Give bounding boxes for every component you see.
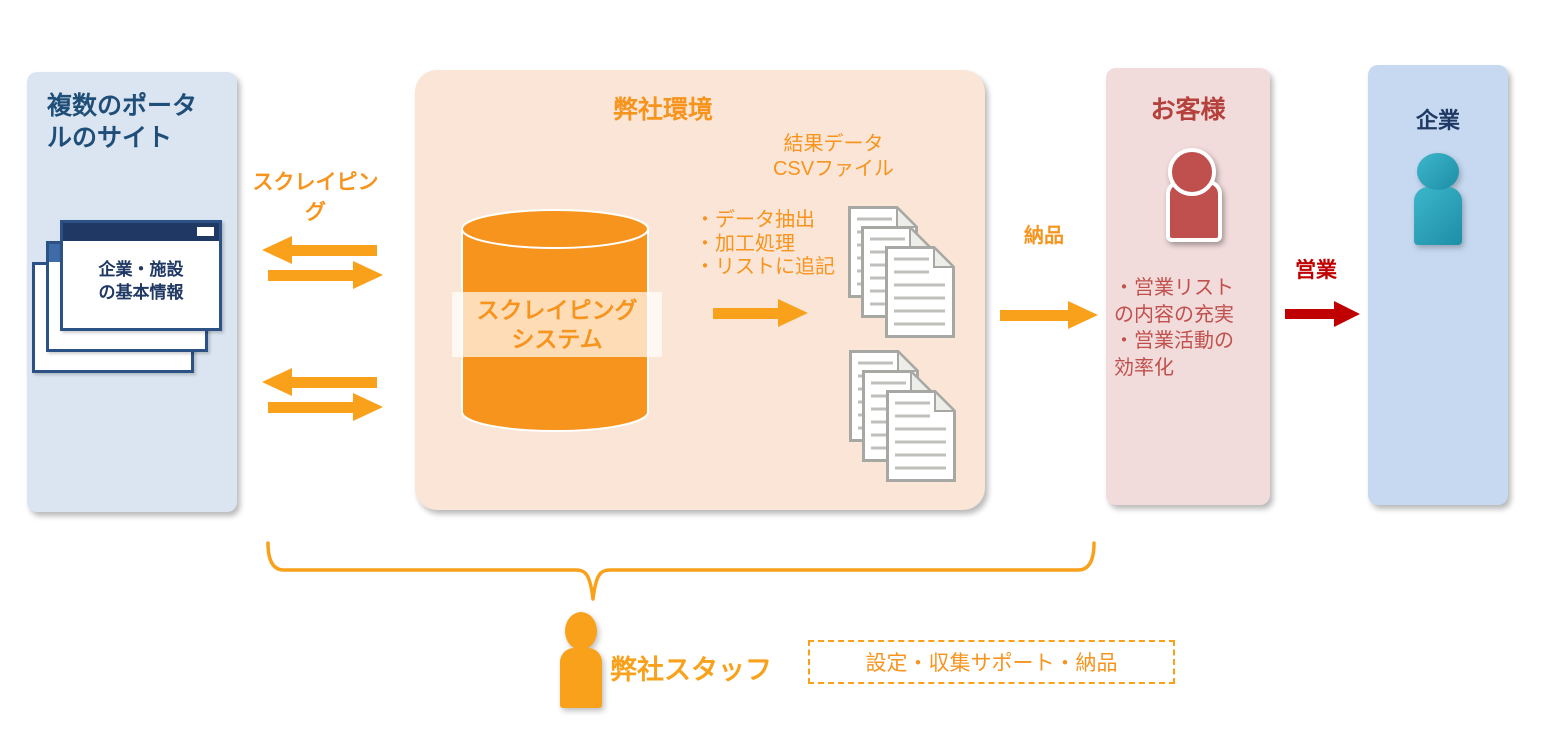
sales-label: 営業	[1295, 259, 1337, 282]
process-bullet: ・加工処理	[695, 232, 795, 255]
support-note-box: 設定・収集サポート・納品	[808, 640, 1175, 684]
browser-window-front-icon: 企業・施設 の基本情報	[60, 220, 222, 331]
scraping-arrow-left-2-icon	[262, 368, 377, 396]
customer-title: お客様	[1150, 96, 1226, 124]
scraping-system-label: スクレイピング システム	[452, 292, 662, 357]
process-arrow-icon	[713, 299, 808, 327]
scraping-arrow-right-2-icon	[268, 393, 383, 421]
staff-brace-icon	[266, 541, 1096, 607]
customer-benefits: ・営業リスト の内容の充実 ・営業活動の 効率化	[1114, 277, 1234, 379]
customer-person-icon	[1166, 148, 1222, 242]
csv-files-label: 結果データ CSVファイル	[772, 133, 895, 180]
company-box: 企業	[1368, 65, 1508, 505]
process-bullet: ・データ抽出	[695, 209, 815, 231]
process-bullet: ・リストに追記	[695, 256, 835, 278]
portal-sites-box: 複数のポータ ルのサイト 企業・施設 の基本情報	[27, 72, 237, 512]
portal-title: 複数のポータ ルのサイト	[47, 92, 198, 152]
document-icon	[885, 245, 956, 338]
scraping-arrow-left-1-icon	[262, 236, 377, 264]
company-environment-box: 弊社環境 スクレイピング システム ・データ抽出 ・加工処理 ・リストに追記 結…	[415, 70, 985, 510]
environment-title: 弊社環境	[612, 96, 713, 124]
delivery-label: 納品	[1024, 225, 1064, 247]
company-title: 企業	[1415, 108, 1460, 133]
window-close-icon	[197, 227, 214, 236]
staff-label: 弊社スタッフ	[610, 655, 772, 685]
browser-window-label: 企業・施設 の基本情報	[98, 260, 184, 302]
scraping-arrow-right-1-icon	[268, 261, 383, 289]
scraping-label: スクレイピング	[252, 171, 379, 224]
support-note: 設定・収集サポート・納品	[865, 652, 1118, 675]
document-stack-top-icon	[848, 205, 956, 338]
process-bullet-list: ・データ抽出 ・加工処理 ・リストに追記	[695, 209, 835, 280]
company-person-icon	[1414, 153, 1462, 245]
customer-box: お客様 ・営業リスト の内容の充実 ・営業活動の 効率化	[1106, 68, 1270, 505]
delivery-arrow-icon	[1000, 301, 1098, 329]
window-titlebar	[63, 223, 219, 241]
document-icon	[886, 389, 957, 482]
document-stack-bottom-icon	[849, 349, 957, 482]
browser-windows-stack: 企業・施設 の基本情報	[32, 220, 228, 376]
staff-person-icon	[560, 612, 602, 708]
sales-arrow-icon	[1285, 300, 1360, 328]
